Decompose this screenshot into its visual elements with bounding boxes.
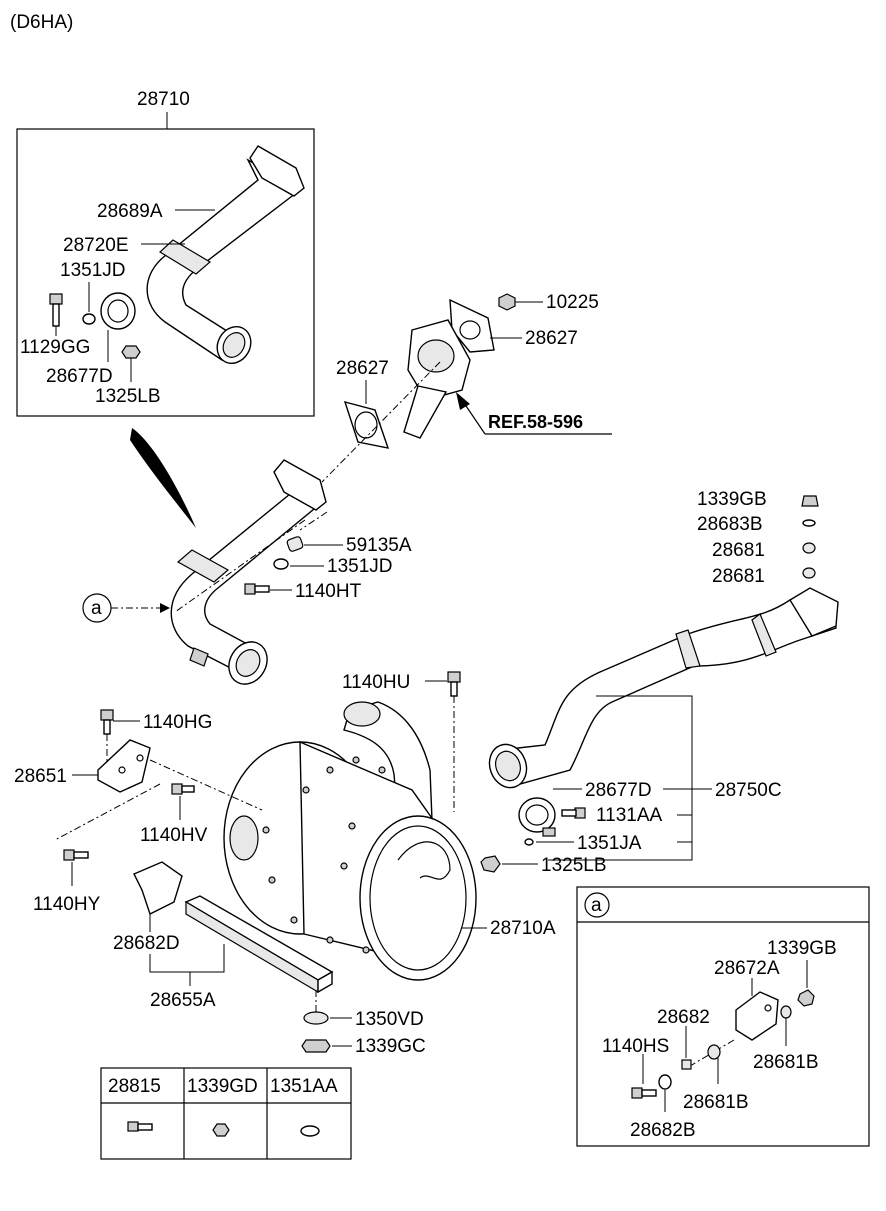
detail-label-1140HS: 1140HS (602, 1036, 669, 1057)
tail-pipe-drawing (488, 587, 839, 789)
bolt-1131AA-icon (561, 807, 586, 819)
washer-1351JA-icon (524, 838, 534, 846)
washer-1351JD-mid-icon (273, 558, 289, 570)
hardware-table: 28815 1339GD 1351AA (100, 1067, 352, 1160)
washer-1350VD-icon (303, 1011, 329, 1025)
label-1351JA: 1351JA (577, 833, 642, 854)
curved-arrow-icon (130, 428, 196, 528)
turbo-outlet-drawing (403, 298, 495, 439)
gasket-28627-icon (343, 400, 390, 449)
bushing-28681B-bottom-icon (707, 1044, 721, 1060)
label-28627-right: 28627 (525, 328, 578, 349)
detail-label-28681B-bottom: 28681B (683, 1092, 749, 1113)
bolt-1140HS-icon (631, 1087, 657, 1099)
label-1339GB-right: 1339GB (697, 489, 767, 510)
nut-1325LB-right-icon (480, 855, 501, 873)
washer-1351AA-icon (300, 1125, 320, 1137)
label-59135A: 59135A (346, 535, 412, 556)
label-1350VD: 1350VD (355, 1009, 424, 1030)
label-1140HU: 1140HU (342, 672, 410, 693)
detail-label-1339GB: 1339GB (767, 938, 837, 959)
bolt-1129GG-icon (49, 293, 63, 327)
label-1131AA: 1131AA (596, 805, 663, 826)
front-pipe-installed-drawing (170, 459, 327, 685)
bolt-1140HY-icon (63, 849, 89, 861)
label-1325LB-right: 1325LB (541, 855, 607, 876)
label-10225: 10225 (546, 292, 599, 313)
muffler-drawing (223, 701, 477, 981)
nut-1339GB-icon (801, 495, 819, 507)
nut-1339GC-icon (301, 1039, 331, 1053)
table-header-1339GD: 1339GD (187, 1076, 258, 1097)
table-header-1351AA: 1351AA (270, 1076, 338, 1097)
label-28689A: 28689A (97, 201, 163, 222)
label-28750C: 28750C (715, 780, 782, 801)
arrow-head-icon (160, 603, 170, 613)
label-1140HG: 1140HG (143, 712, 212, 733)
label-28681-a: 28681 (712, 540, 765, 561)
bolt-1140HG-icon (100, 709, 114, 735)
front-pipe-drawing (146, 145, 305, 364)
label-1339GC: 1339GC (355, 1036, 426, 1057)
label-1140HT: 1140HT (295, 581, 362, 602)
bolt-1140HU-icon (447, 671, 461, 697)
detail-label-28682: 28682 (657, 1007, 710, 1028)
label-1351JD-mid: 1351JD (327, 556, 393, 577)
washer-28683B-icon (802, 519, 816, 527)
washer-1351JD-icon (82, 313, 96, 325)
label-1351JD-top: 1351JD (60, 260, 126, 281)
model-code: (D6HA) (10, 12, 73, 33)
detail-label-28682B: 28682B (630, 1120, 696, 1141)
nut-10225-icon (498, 293, 516, 311)
bracket-28682D-icon (133, 861, 183, 915)
reference-arrow: REF.58-596 (456, 392, 612, 435)
label-28720E: 28720E (63, 235, 129, 256)
assembly-box-28710: 28710 28689A 28720E 1351JD 1129G (16, 89, 315, 417)
washer-28682B-icon (658, 1074, 672, 1090)
label-28682D: 28682D (113, 933, 180, 954)
label-28677D-top: 28677D (46, 366, 113, 387)
nut-1325LB-icon (121, 345, 141, 359)
bolt-1140HV-icon (171, 783, 195, 795)
bolt-28815-icon (127, 1121, 153, 1132)
nut-1339GB-detail-icon (797, 989, 815, 1007)
reference-label: REF.58-596 (488, 412, 583, 432)
label-1140HV: 1140HV (140, 825, 208, 846)
bolt-1140HT-icon (244, 583, 270, 595)
sleeve-59135A-icon (286, 536, 304, 552)
nut-1339GD-icon (212, 1123, 230, 1137)
label-1129GG: 1129GG (20, 337, 90, 358)
label-1140HY: 1140HY (33, 894, 101, 915)
label-28683B: 28683B (697, 514, 763, 535)
label-28681-b: 28681 (712, 566, 765, 587)
label-28710A: 28710A (490, 918, 556, 939)
label-28677D-right: 28677D (585, 780, 652, 801)
label-28651: 28651 (14, 766, 67, 787)
bracket-28672A-icon (735, 991, 779, 1041)
table-header-28815: 28815 (108, 1076, 161, 1097)
label-28710: 28710 (137, 89, 190, 110)
detail-label-28681B-right: 28681B (753, 1052, 819, 1073)
label-28655A: 28655A (150, 990, 216, 1011)
bushing-28681-a-icon (802, 542, 816, 554)
clamp-28677D-icon (100, 292, 136, 330)
clamp-28677D-right-icon (518, 797, 556, 837)
callout-a: a (91, 598, 102, 619)
bushing-28681-b-icon (802, 567, 816, 579)
label-28627-mid: 28627 (336, 358, 389, 379)
detail-box-a: a 28672A 1339GB 28681B 28682 28681B 1140… (576, 886, 870, 1147)
bushing-28681B-right-icon (780, 1005, 792, 1019)
detail-a-marker: a (591, 895, 602, 916)
detail-label-28672A: 28672A (714, 958, 780, 979)
bracket-28651-icon (97, 739, 151, 793)
insulator-28682-icon (681, 1059, 692, 1070)
label-1325LB-top: 1325LB (95, 386, 161, 407)
rail-28655A-icon (184, 895, 334, 994)
